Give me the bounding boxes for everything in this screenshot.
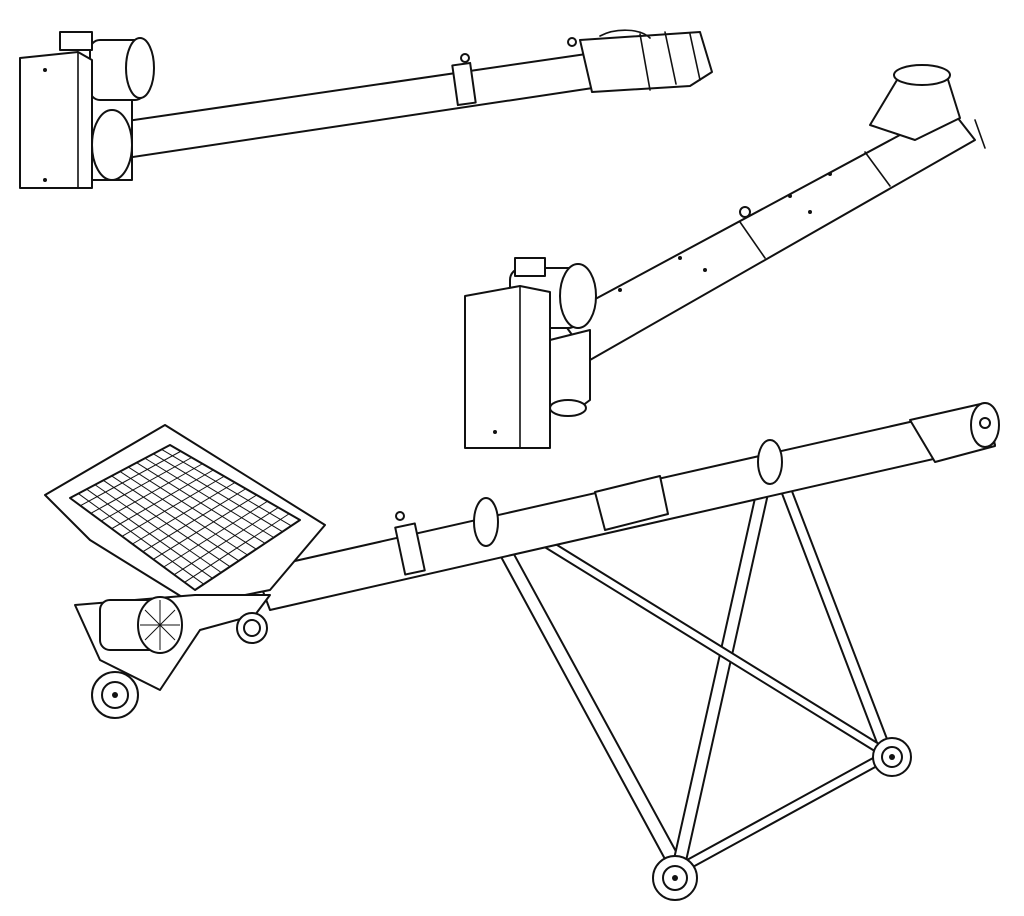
conveyor-top-motor-fan — [125, 37, 155, 99]
grid-line — [173, 507, 279, 576]
conveyor-bottom-clamp — [394, 522, 426, 576]
wheel-stand-front — [652, 855, 698, 901]
conveyor-top-clamp — [451, 61, 477, 107]
conveyor-top-terminal-box — [59, 31, 93, 51]
conveyor-middle-inlet-opening — [893, 64, 951, 86]
conveyor-middle-eyebolt — [739, 206, 751, 218]
conveyor-middle-control-box — [464, 285, 551, 449]
conveyor-middle-inlet-hopper — [869, 69, 961, 141]
conveyor-middle-terminal-box — [514, 257, 546, 277]
conveyor-top-eyebolt — [460, 53, 470, 63]
wheel-stand-rear — [872, 737, 912, 777]
conveyor-top-eyebolt-2 — [567, 37, 577, 47]
conveyor-top-gearbox — [91, 109, 133, 181]
grid-line — [184, 513, 290, 583]
wheel-rear-left — [236, 612, 268, 644]
grid-line — [161, 448, 292, 527]
conveyor-middle — [464, 64, 986, 449]
conveyor-bottom-grid-lines — [78, 448, 292, 585]
conveyor-middle-tube — [559, 107, 976, 361]
conveyor-top-tube — [119, 51, 607, 159]
conveyor-bottom-front-leg-clamp — [473, 497, 499, 547]
conveyor-middle-bolts — [618, 172, 832, 292]
conveyor-top — [19, 29, 713, 189]
conveyor-bottom-rear-leg-clamp — [757, 439, 783, 485]
conveyor-middle-motor-fan — [559, 263, 597, 329]
conveyor-bottom-fan-grille — [140, 600, 180, 650]
wheel-front-left — [91, 671, 139, 719]
conveyor-bottom-joint-sleeve — [594, 475, 669, 531]
conveyor-bottom-eyebolt — [395, 511, 405, 521]
conveyor-top-control-box — [19, 51, 93, 189]
conveyor-top-discharge-housing — [579, 31, 713, 93]
conveyor-bottom — [44, 402, 1000, 901]
conveyor-top-cage — [599, 29, 701, 91]
